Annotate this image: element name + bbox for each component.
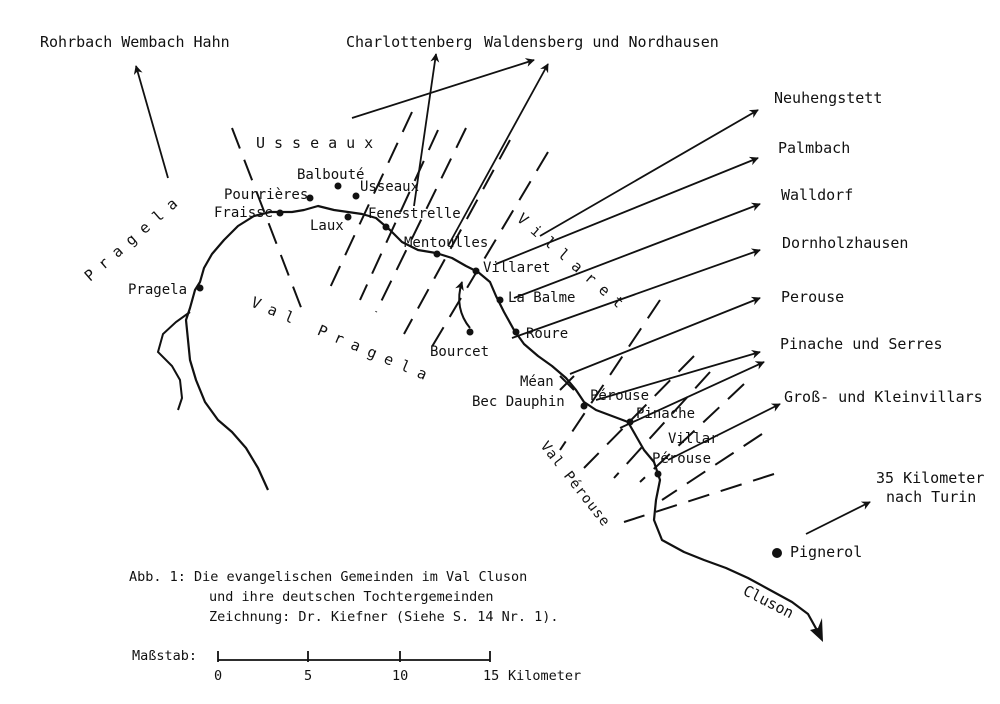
label-fenestrelle: Fenestrelle	[368, 206, 461, 222]
scale-unit: Kilometer	[508, 668, 581, 684]
label-bourcet: Bourcet	[430, 344, 489, 360]
label-pignerol: Pignerol	[790, 543, 862, 561]
label-usseaux-town: Usseaux	[360, 179, 419, 195]
label-villar-perouse: Pérouse	[652, 451, 711, 467]
emigration-arrows	[133, 53, 871, 535]
dashed-boundaries	[231, 111, 775, 523]
label-fraisse: Fraisse	[214, 205, 273, 221]
mean-cross	[559, 375, 575, 391]
region-cluson: Cluson	[740, 582, 796, 623]
scale-tick-5: 5	[304, 668, 312, 684]
label-nach-turin: nach Turin	[886, 488, 976, 506]
label-villar: Villar	[668, 431, 719, 447]
label-laux: Laux	[310, 218, 344, 234]
region-val-pragela: Val Pragela	[248, 293, 438, 387]
bourcet-arrow	[455, 281, 471, 329]
caption-line-3: Zeichnung: Dr. Kiefner (Siehe S. 14 Nr. …	[209, 609, 559, 625]
scale-tick-10: 10	[392, 668, 408, 684]
label-walldorf: Walldorf	[781, 186, 853, 204]
caption-line-2: und ihre deutschen Tochtergemeinden	[209, 589, 493, 605]
caption-line-1: Abb. 1: Die evangelischen Gemeinden im V…	[129, 569, 527, 585]
label-palmbach: Palmbach	[778, 139, 850, 157]
region-usseaux: Usseaux	[256, 134, 382, 152]
label-rohrbach-wembach-hahn: Rohrbach Wembach Hahn	[40, 33, 230, 51]
label-35-kilometer: 35 Kilometer	[876, 469, 984, 487]
label-pinache-und-serres: Pinache und Serres	[780, 335, 943, 353]
scale-tick-15: 15	[483, 668, 499, 684]
label-perouse-town: Pérouse	[590, 388, 649, 404]
label-mentoulles: Mentoulles	[404, 235, 488, 251]
region-pragela-left: Pragela	[81, 189, 188, 285]
label-bec-dauphin: Bec Dauphin	[472, 394, 565, 410]
river-arrowhead	[810, 618, 823, 642]
scale-bar: Maßstab: 0 5 10 15 Kilometer	[132, 648, 581, 684]
scale-label: Maßstab:	[132, 648, 197, 664]
town-dots	[196, 182, 782, 558]
river-tributary-left	[156, 311, 191, 411]
label-la-balme: La Balme	[508, 290, 575, 306]
label-villaret-town: Villaret	[483, 260, 550, 276]
label-pinache-town: Pinache	[636, 406, 695, 422]
label-waldensberg-und-nordhausen: Waldensberg und Nordhausen	[484, 33, 719, 51]
scale-tick-0: 0	[214, 668, 222, 684]
label-charlottenberg: Charlottenberg	[346, 33, 472, 51]
label-pourrieres: Pourrières	[224, 187, 308, 203]
label-mean: Méan	[520, 374, 554, 390]
label-roure: Roure	[526, 326, 568, 342]
label-perouse-destination: Perouse	[781, 288, 844, 306]
label-gross-und-kleinvillars: Groß- und Kleinvillars	[784, 388, 983, 406]
label-balboute: Balbouté	[297, 167, 364, 183]
label-neuhengstett: Neuhengstett	[774, 89, 882, 107]
river-cluson	[184, 204, 819, 633]
region-val-perouse: Val Pérouse	[537, 439, 613, 531]
label-dornholzhausen: Dornholzhausen	[782, 234, 908, 252]
label-pragela-town: Pragela	[128, 282, 187, 298]
